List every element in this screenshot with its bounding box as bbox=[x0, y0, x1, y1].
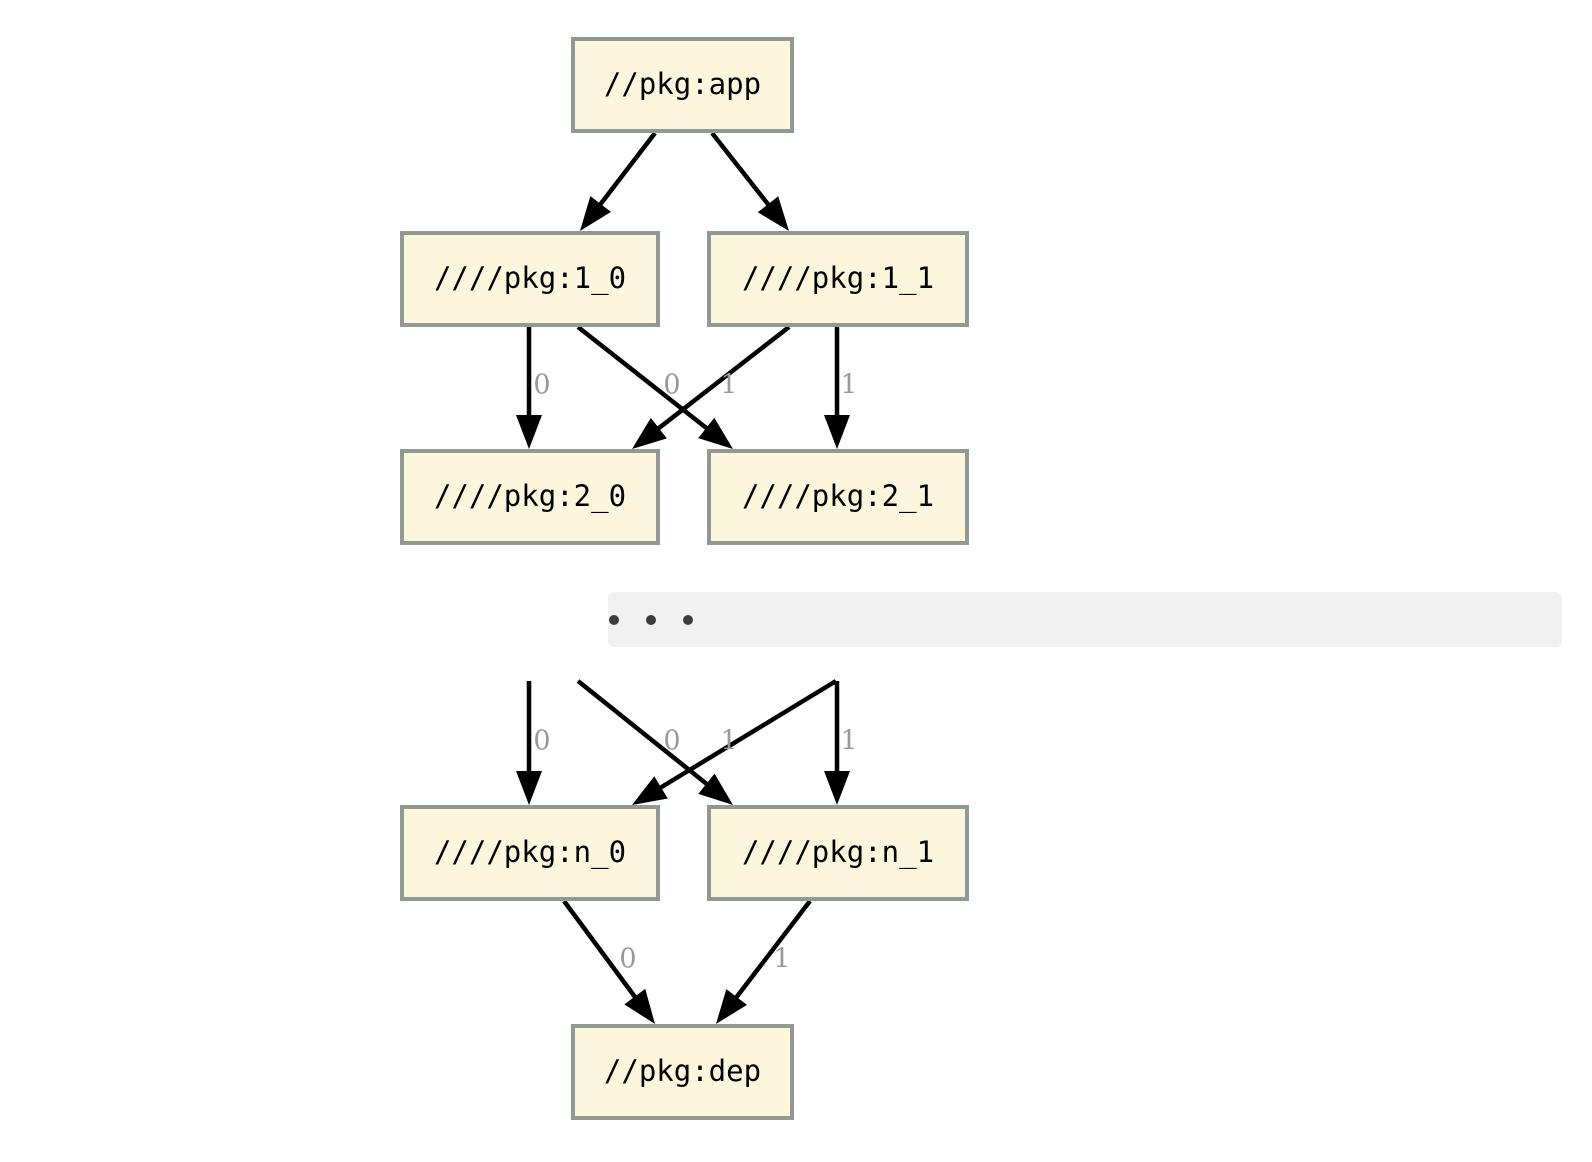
node-box[interactable] bbox=[400, 449, 660, 545]
node-box[interactable] bbox=[707, 449, 969, 545]
edge-line bbox=[655, 325, 791, 432]
ellipsis-band bbox=[608, 592, 1562, 647]
node-box[interactable] bbox=[400, 231, 660, 327]
edge-arrowhead bbox=[698, 417, 733, 449]
edge-arrowhead bbox=[632, 417, 667, 449]
node-box[interactable] bbox=[400, 805, 660, 901]
edge-label: 0 bbox=[619, 944, 636, 975]
node-label: ////pkg:n_0 bbox=[434, 835, 626, 870]
graph-node-dep[interactable]: //pkg:dep bbox=[571, 1024, 794, 1120]
edge-line bbox=[576, 325, 710, 432]
edge-line bbox=[710, 131, 772, 208]
edge-label: 0 bbox=[663, 370, 680, 401]
node-label: ////pkg:n_1 bbox=[742, 835, 934, 870]
node-label: ////pkg:2_1 bbox=[742, 479, 934, 514]
node-box[interactable] bbox=[707, 805, 969, 901]
ellipsis-dot bbox=[609, 615, 619, 625]
ellipsis-dot bbox=[683, 615, 693, 625]
node-box[interactable] bbox=[571, 37, 794, 133]
edge-labels-group: 0 0 1 1 0 0 1 1 0 1 bbox=[533, 370, 857, 975]
edge-arrowhead bbox=[632, 776, 668, 805]
node-label: ////pkg:1_0 bbox=[434, 261, 626, 296]
edges-group bbox=[516, 131, 850, 1024]
graph-node-app[interactable]: //pkg:app bbox=[571, 37, 794, 133]
edge-label: 0 bbox=[533, 370, 550, 401]
graph-node-n2_1[interactable]: ////pkg:2_1 bbox=[707, 449, 969, 545]
edge-line bbox=[657, 679, 838, 791]
node-label: ////pkg:1_1 bbox=[742, 261, 934, 296]
edge-arrowhead bbox=[716, 989, 747, 1024]
edge-label: 0 bbox=[663, 726, 680, 757]
node-label: ////pkg:2_0 bbox=[434, 479, 626, 514]
edge-line bbox=[733, 899, 812, 1001]
edge-label: 1 bbox=[720, 726, 737, 757]
graph-node-n1_1[interactable]: ////pkg:1_1 bbox=[707, 231, 969, 327]
edge-arrowhead bbox=[698, 773, 733, 805]
ellipsis-band-group bbox=[608, 592, 1562, 647]
edge-arrowhead bbox=[580, 196, 611, 231]
edge-label: 1 bbox=[720, 370, 737, 401]
edge-arrowhead bbox=[516, 771, 542, 805]
node-label: //pkg:dep bbox=[604, 1054, 761, 1088]
node-box[interactable] bbox=[707, 231, 969, 327]
edge-line bbox=[597, 131, 657, 208]
edge-arrowhead bbox=[516, 415, 542, 449]
graph-node-n1_0[interactable]: ////pkg:1_0 bbox=[400, 231, 660, 327]
nodes-group: //pkg:app ////pkg:1_0 ////pkg:1_1 ////pkg:2… bbox=[400, 37, 969, 1120]
ellipsis-dot bbox=[646, 615, 656, 625]
edge-label: 1 bbox=[840, 726, 857, 757]
edge-arrowhead bbox=[757, 196, 789, 231]
node-label: //pkg:app bbox=[604, 67, 761, 101]
graph-node-nn_0[interactable]: ////pkg:n_0 bbox=[400, 805, 660, 901]
edge-label: 0 bbox=[533, 726, 550, 757]
graph-node-n2_0[interactable]: ////pkg:2_0 bbox=[400, 449, 660, 545]
edge-label: 1 bbox=[773, 944, 790, 975]
edge-arrowhead bbox=[824, 771, 850, 805]
edge-arrowhead bbox=[624, 988, 655, 1024]
node-box[interactable] bbox=[571, 1024, 794, 1120]
edge-line bbox=[562, 899, 639, 1001]
graph-node-nn_1[interactable]: ////pkg:n_1 bbox=[707, 805, 969, 901]
edge-label: 1 bbox=[840, 370, 857, 401]
edge-arrowhead bbox=[824, 415, 850, 449]
edge-line bbox=[576, 679, 710, 788]
